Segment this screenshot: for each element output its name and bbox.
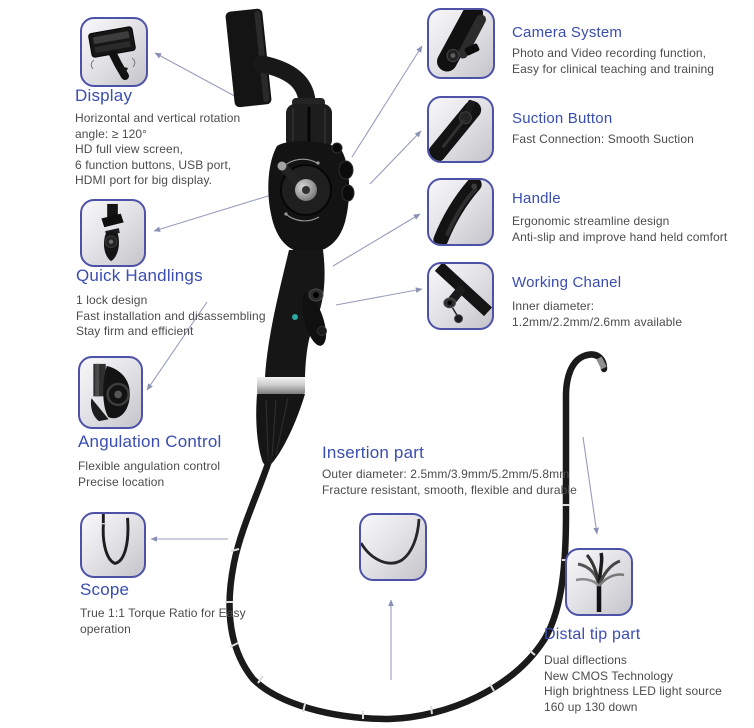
camera-system-title: Camera System — [512, 24, 623, 41]
insertion-part-description: Outer diameter: 2.5mm/3.9mm/5.2mm/5.8mm … — [322, 467, 577, 497]
insertion-part-title: Insertion part — [322, 443, 425, 462]
display-photo — [80, 17, 148, 87]
angulation-control-photo — [78, 356, 143, 429]
scope-description: True 1:1 Torque Ratio for Easy operation — [80, 606, 246, 636]
endoscope-body — [225, 8, 608, 723]
working-chanel-title: Working Chanel — [512, 274, 622, 291]
camera-system-description: Photo and Video recording function, Easy… — [512, 46, 715, 76]
handle-title: Handle — [512, 190, 561, 207]
arrow-suction-button — [369, 130, 422, 185]
insertion-part-photo — [359, 513, 427, 581]
angulation-control-title: Angulation Control — [78, 432, 222, 451]
camera-system-photo — [427, 8, 495, 79]
brand-dot — [292, 314, 298, 320]
arrow-display — [154, 52, 243, 101]
arrow-working-chanel — [335, 287, 423, 306]
arrow-angulation-control — [146, 301, 208, 391]
scope-photo — [80, 512, 146, 578]
function-button — [331, 142, 343, 154]
quick-handlings-title: Quick Handlings — [76, 266, 203, 285]
distal-tip-photo — [565, 548, 633, 616]
strain-relief — [256, 394, 305, 466]
arrow-camera-system — [351, 45, 423, 158]
working-chanel-photo — [427, 262, 494, 330]
quick-handlings-photo — [80, 199, 146, 267]
silver-band — [257, 377, 305, 394]
working-channel-port — [302, 288, 327, 346]
arrow-distal-tip — [582, 436, 599, 535]
distal-tip-title: Distal tip part — [544, 626, 641, 643]
suction-button-photo — [427, 96, 494, 163]
suction-button-description: Fast Connection: Smooth Suction — [512, 132, 694, 146]
rotation-collar — [286, 98, 332, 149]
angulation-control-description: Flexible angulation control Precise loca… — [78, 459, 221, 489]
display-title: Display — [75, 86, 133, 105]
grip — [265, 250, 325, 377]
insertion-tube — [226, 351, 608, 723]
function-button — [341, 184, 355, 202]
distal-tip-description: Dual diflections New CMOS Technology Hig… — [544, 653, 722, 714]
display-description: Horizontal and vertical rotation angle: … — [75, 111, 241, 187]
working-chanel-description: Inner diameter: 1.2mm/2.2mm/2.6mm availa… — [512, 299, 683, 329]
distal-tip-end — [596, 356, 607, 370]
handle-photo — [427, 178, 494, 246]
suction-button-title: Suction Button — [512, 110, 613, 127]
scope-title: Scope — [80, 580, 130, 599]
angulation-dial — [277, 161, 332, 216]
depth-marks — [225, 504, 570, 719]
arrow-handle — [332, 213, 421, 267]
handle-description: Ergonomic streamline design Anti-slip an… — [512, 214, 728, 244]
function-button — [338, 160, 354, 180]
quick-handlings-description: 1 lock design Fast installation and disa… — [76, 293, 266, 338]
